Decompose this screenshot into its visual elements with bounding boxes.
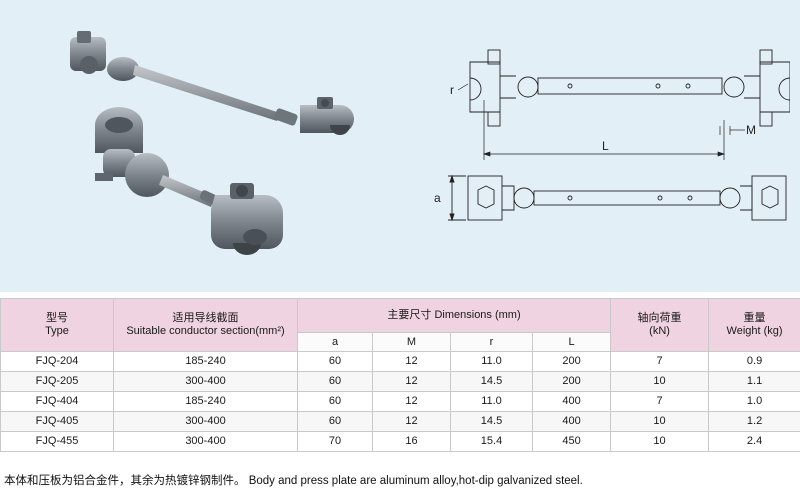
material-footnote: 本体和压板为铝合金件，其余为热镀锌钢制件。 Body and press pla… — [4, 475, 583, 487]
cell-m: 12 — [372, 371, 451, 392]
header-weight-zh: 重量 — [743, 312, 766, 324]
header-weight: 重量 Weight (kg) — [708, 298, 800, 352]
header-conductor-en: Suitable conductor section(mm²) — [126, 325, 285, 337]
drawing-top-view — [469, 49, 790, 127]
header-load-zh: 轴向荷重 — [637, 312, 682, 324]
header-conductor-zh: 适用导线截面 — [172, 312, 239, 324]
cell-type: FJQ-404 — [0, 391, 114, 412]
cell-load: 7 — [610, 391, 710, 412]
header-load-en: (kN) — [649, 325, 670, 337]
cell-m: 16 — [372, 431, 451, 452]
cell-type: FJQ-405 — [0, 411, 114, 432]
cell-a: 70 — [297, 431, 373, 452]
cell-load: 10 — [610, 411, 710, 432]
cell-weight: 2.4 — [708, 431, 800, 452]
spec-table: 型号 Type 适用导线截面 Suitable conductor sectio… — [0, 298, 800, 452]
header-dim-l: L — [531, 332, 612, 352]
header-dim-r: r — [450, 332, 533, 352]
cell-m: 12 — [372, 391, 451, 412]
table-row: FJQ-204 185-240 60 12 11.0 200 7 0.9 — [0, 351, 800, 372]
header-dimensions: 主要尺寸 Dimensions (mm) — [296, 298, 612, 333]
product-photo — [70, 31, 354, 255]
cell-load: 7 — [610, 351, 710, 372]
cell-section: 300-400 — [113, 431, 298, 452]
cell-a: 60 — [297, 371, 373, 392]
drawing-label-r: r — [450, 83, 454, 97]
header-dim-a: a — [297, 332, 373, 352]
header-type: 型号 Type — [0, 298, 114, 352]
cell-a: 60 — [297, 391, 373, 412]
cell-type: FJQ-204 — [0, 351, 114, 372]
lower-spacer-assembly — [95, 107, 283, 255]
cell-weight: 1.1 — [708, 371, 800, 392]
cell-load: 10 — [610, 371, 710, 392]
table-row: FJQ-205 300-400 60 12 14.5 200 10 1.1 — [0, 371, 800, 392]
header-weight-en: Weight (kg) — [726, 325, 783, 337]
cell-a: 60 — [297, 411, 373, 432]
cell-weight: 1.2 — [708, 411, 800, 432]
cell-l: 450 — [531, 431, 612, 452]
cell-type: FJQ-455 — [0, 431, 114, 452]
drawing-dimension-lines — [457, 83, 745, 160]
table-row: FJQ-405 300-400 60 12 14.5 400 10 1.2 — [0, 411, 800, 432]
cell-r: 11.0 — [450, 351, 533, 372]
dimension-drawing: r M L a — [434, 49, 790, 222]
cell-l: 400 — [531, 411, 612, 432]
upper-spacer-assembly — [70, 31, 354, 135]
header-load: 轴向荷重 (kN) — [610, 298, 710, 352]
cell-a: 60 — [297, 351, 373, 372]
cell-r: 14.5 — [450, 411, 533, 432]
cell-section: 185-240 — [113, 351, 298, 372]
cell-r: 11.0 — [450, 391, 533, 412]
cell-weight: 1.0 — [708, 391, 800, 412]
drawing-label-a: a — [434, 191, 441, 205]
cell-r: 15.4 — [450, 431, 533, 452]
product-image-panel: r M L a — [0, 0, 800, 292]
table-row: FJQ-404 185-240 60 12 11.0 400 7 1.0 — [0, 391, 800, 412]
cell-l: 200 — [531, 371, 612, 392]
cell-weight: 0.9 — [708, 351, 800, 372]
drawing-label-m: M — [746, 123, 756, 137]
cell-l: 400 — [531, 391, 612, 412]
cell-section: 300-400 — [113, 411, 298, 432]
drawing-label-l: L — [602, 139, 609, 153]
cell-r: 14.5 — [450, 371, 533, 392]
header-dim-m: M — [372, 332, 451, 352]
drawing-bottom-view — [448, 174, 787, 222]
cell-m: 12 — [372, 351, 451, 372]
header-conductor: 适用导线截面 Suitable conductor section(mm²) — [113, 298, 298, 352]
cell-l: 200 — [531, 351, 612, 372]
table-row: FJQ-455 300-400 70 16 15.4 450 10 2.4 — [0, 431, 800, 452]
cell-section: 185-240 — [113, 391, 298, 412]
cell-m: 12 — [372, 411, 451, 432]
cell-section: 300-400 — [113, 371, 298, 392]
header-type-zh: 型号 — [46, 312, 68, 324]
header-type-en: Type — [45, 325, 69, 337]
cell-type: FJQ-205 — [0, 371, 114, 392]
cell-load: 10 — [610, 431, 710, 452]
